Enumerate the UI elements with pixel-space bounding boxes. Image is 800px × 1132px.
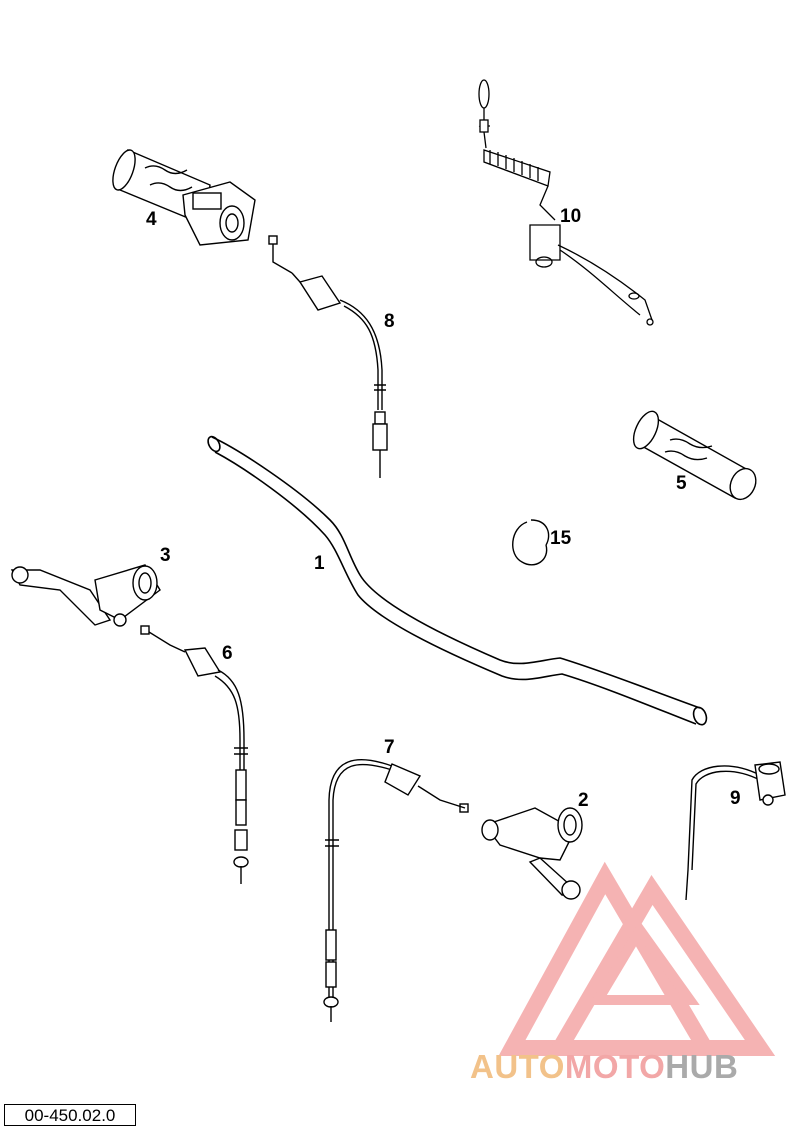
watermark-logo-icon	[498, 861, 776, 1056]
watermark-part-moto: MOTO	[564, 1048, 666, 1085]
callout-9: 9	[730, 788, 741, 809]
callout-10: 10	[560, 206, 582, 227]
callout-15: 15	[550, 528, 572, 549]
watermark-part-auto: AUTO	[470, 1048, 565, 1085]
clutch-cable-part	[140, 625, 249, 884]
callout-3: 3	[160, 545, 171, 566]
callout-4: 4	[146, 209, 157, 230]
callout-2: 2	[578, 790, 589, 811]
throttle-cable-part	[268, 235, 388, 478]
watermark-text: AUTOMOTOHUB	[470, 1050, 738, 1083]
brake-cable-part	[323, 759, 469, 1022]
start-switch-part	[685, 761, 786, 901]
callout-7: 7	[384, 737, 395, 758]
brake-lever-part	[481, 807, 583, 900]
clutch-lever-part	[10, 564, 161, 627]
left-grip-part	[632, 410, 757, 501]
throttle-grip-part	[112, 149, 256, 246]
handlebar-part	[207, 435, 708, 726]
callout-5: 5	[676, 473, 687, 494]
callout-6: 6	[222, 643, 233, 664]
callout-8: 8	[384, 311, 395, 332]
callout-1: 1	[314, 553, 325, 574]
watermark-part-hub: HUB	[665, 1048, 739, 1085]
cable-clamp-part	[512, 519, 550, 566]
kill-switch-part	[478, 79, 654, 326]
figure-number: 00-450.02.0	[4, 1104, 136, 1126]
